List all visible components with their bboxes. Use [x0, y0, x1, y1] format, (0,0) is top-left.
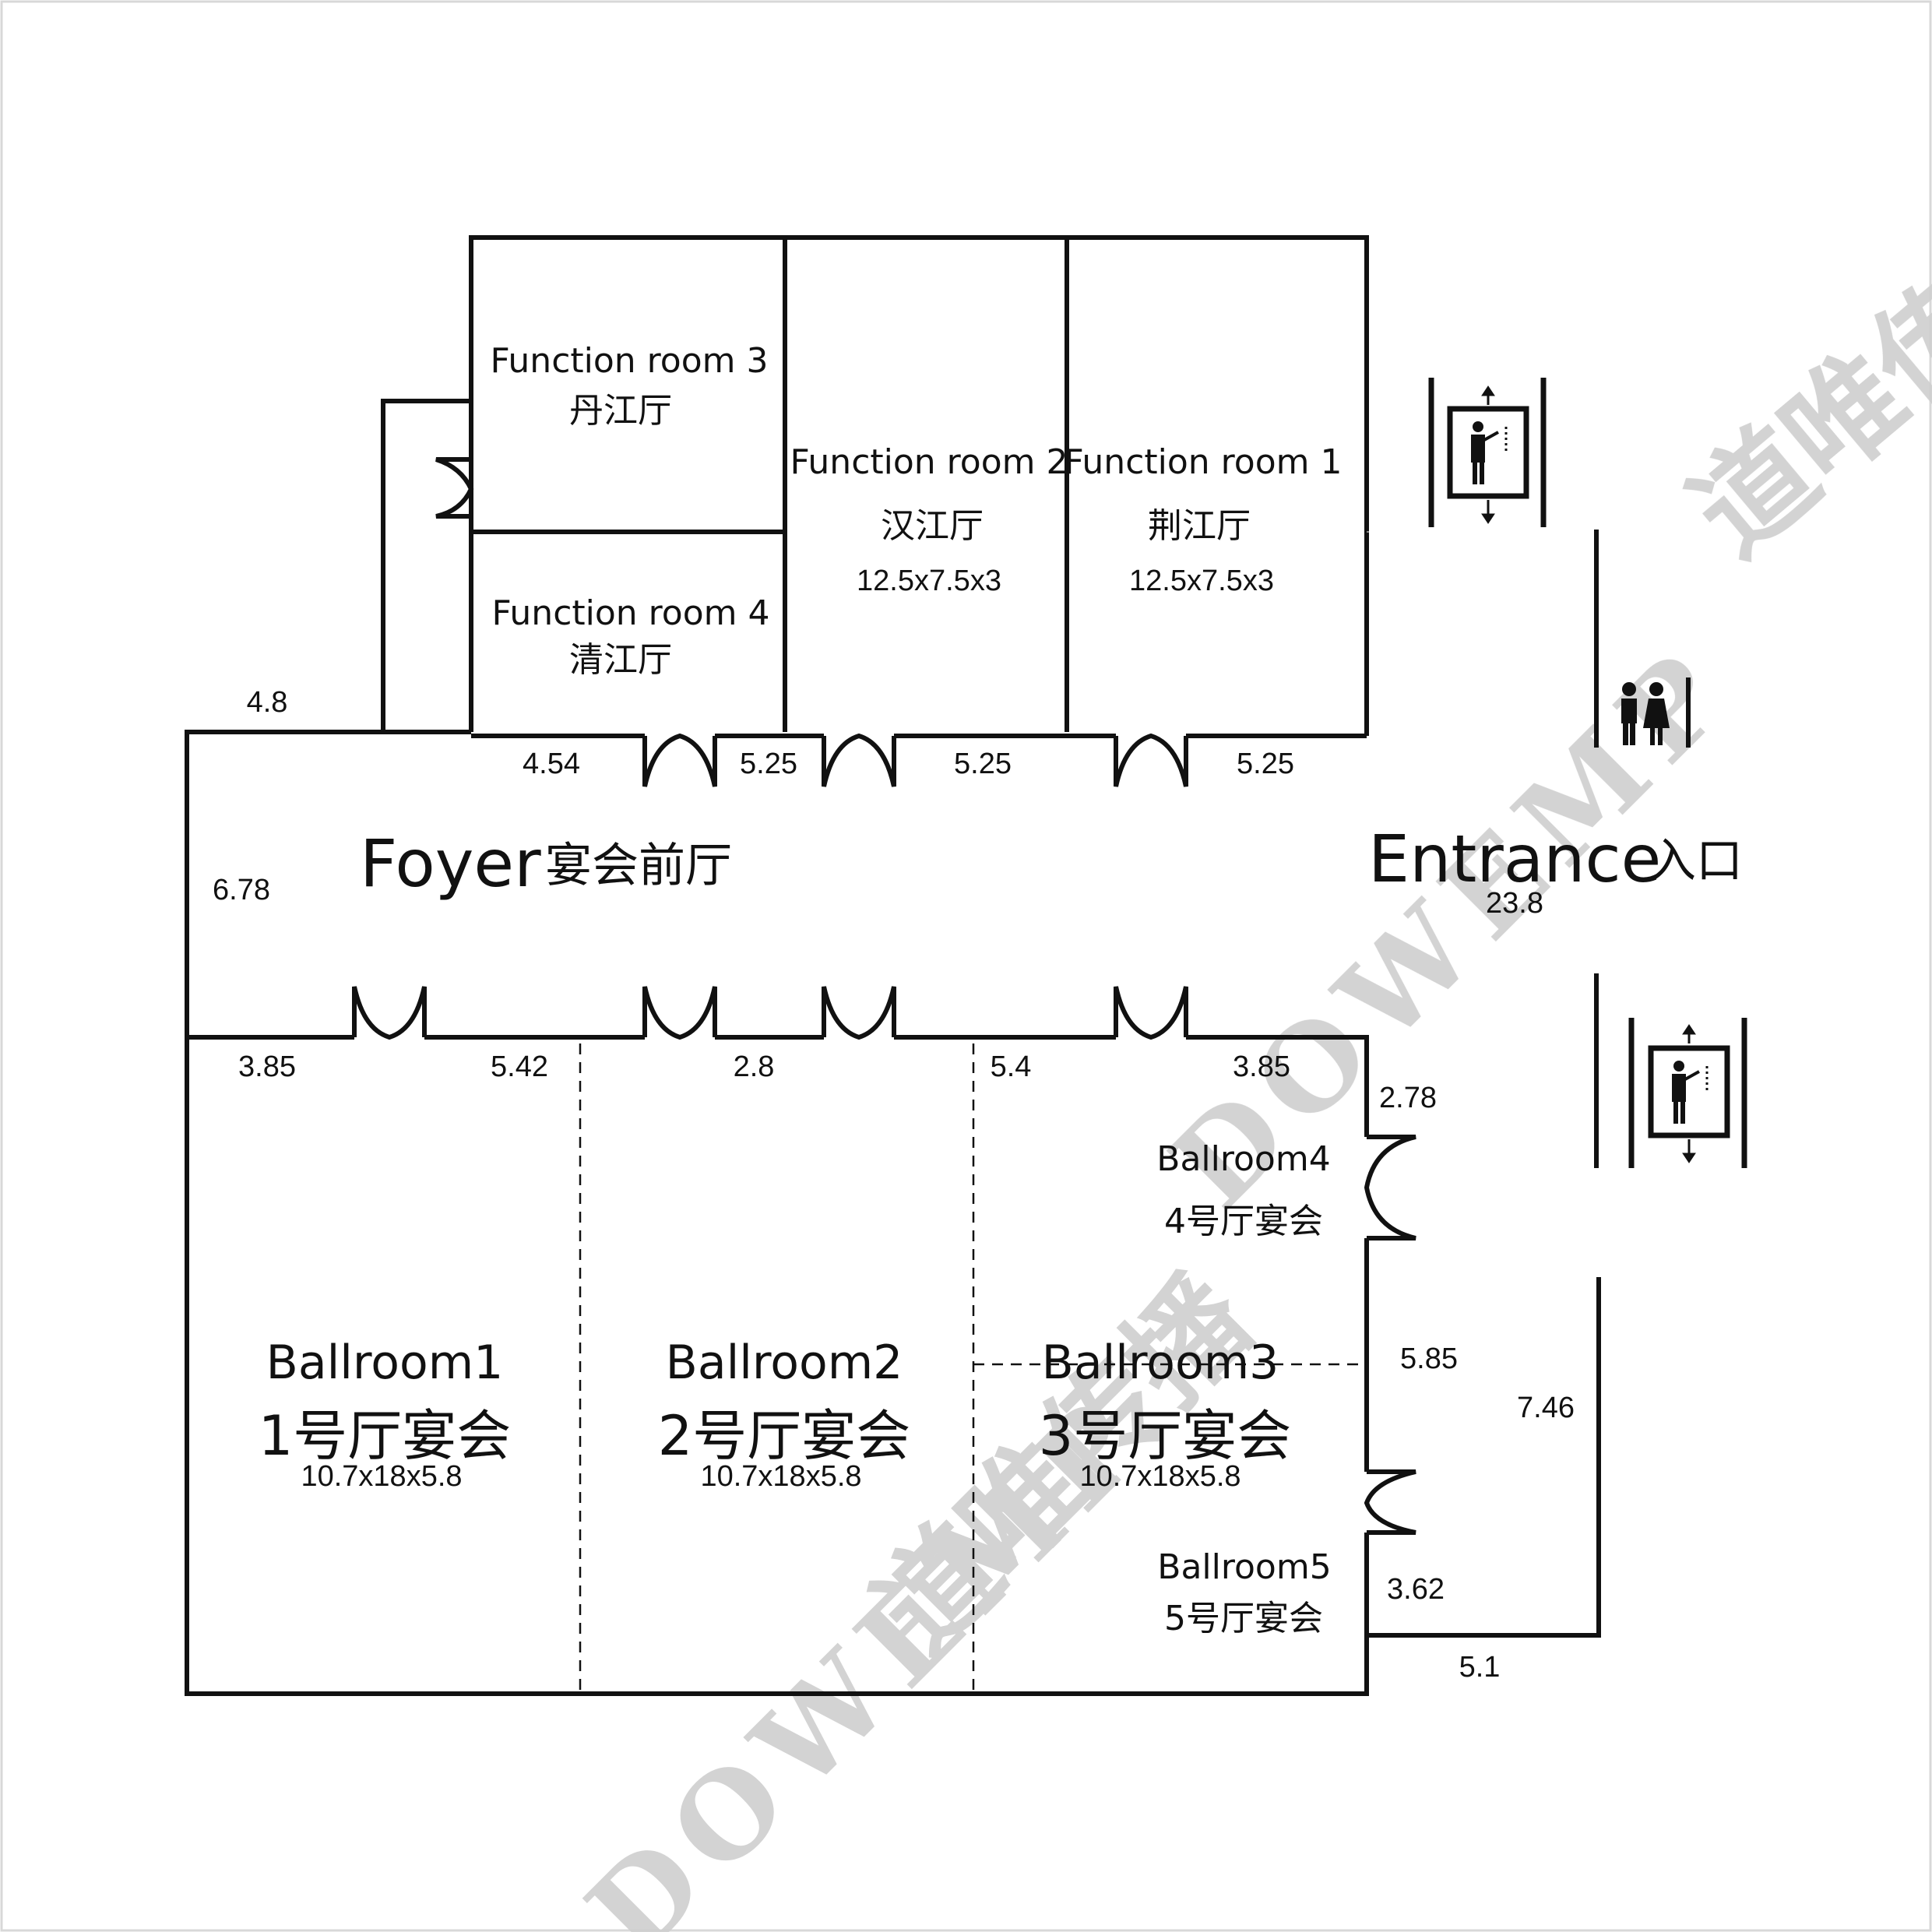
elevator-icon	[1628, 1018, 1747, 1168]
entrance-cn: 入口	[1649, 834, 1743, 889]
b1-size: 10.7x18x5.8	[301, 1460, 462, 1493]
dim-2-78: 2.78	[1379, 1082, 1437, 1114]
b2-cn: 2号厅宴会	[658, 1404, 911, 1468]
right-corridor-wall	[1367, 1277, 1601, 1638]
dim-4-8: 4.8	[247, 686, 288, 719]
fr2-cn: 汉江厅	[881, 506, 984, 546]
b5-name: Ballroom5	[1157, 1547, 1331, 1587]
b4-cn: 4号厅宴会	[1164, 1202, 1323, 1241]
fr1-cn: 荆江厅	[1148, 506, 1251, 546]
b1-cn: 1号厅宴会	[259, 1404, 512, 1468]
dim-5-4: 5.4	[991, 1050, 1032, 1083]
door-fr4	[642, 733, 717, 787]
dim-5-85: 5.85	[1400, 1343, 1458, 1375]
dim-23-8: 23.8	[1486, 887, 1543, 920]
b3-cn: 3号厅宴会	[1039, 1404, 1292, 1468]
dim-5-25-c: 5.25	[1237, 748, 1294, 780]
foyer-cn: 宴会前厅	[545, 839, 732, 893]
elevator-icon	[1428, 378, 1547, 527]
dim-5-42: 5.42	[491, 1050, 548, 1083]
b4-name: Ballroom4	[1156, 1139, 1330, 1179]
fr1-size: 12.5x7.5x3	[1129, 565, 1274, 597]
door-b2b	[822, 986, 896, 1040]
fr2-size: 12.5x7.5x3	[857, 565, 1001, 597]
fr4-name: Function room 4	[492, 593, 770, 633]
b1-name: Ballroom1	[266, 1336, 504, 1390]
door-b5	[1364, 1469, 1416, 1535]
dim-7-46: 7.46	[1517, 1392, 1575, 1424]
fr3-cn: 丹江厅	[569, 391, 672, 431]
fr2-name: Function room 2	[790, 442, 1068, 482]
door-b2a	[642, 986, 717, 1040]
b2-size: 10.7x18x5.8	[700, 1460, 861, 1493]
b3-name: Ballroom3	[1042, 1336, 1279, 1390]
dim-3-85-a: 3.85	[238, 1050, 296, 1083]
fr3-name: Function room 3	[491, 341, 769, 381]
dim-2-8: 2.8	[734, 1050, 775, 1083]
watermark-cn-upper: 道唯传播	[1666, 176, 1932, 582]
door-fr1	[1114, 733, 1188, 787]
fr4-cn: 清江厅	[569, 640, 672, 680]
b5-cn: 5号厅宴会	[1164, 1599, 1323, 1638]
ballroom-top-wall-5	[1186, 1035, 1369, 1137]
dim-3-62: 3.62	[1387, 1573, 1445, 1606]
wing-wall	[187, 399, 471, 734]
door-b3	[1114, 986, 1188, 1040]
dim-6-78: 6.78	[213, 874, 270, 906]
dim-5-25-a: 5.25	[740, 748, 797, 780]
door-b1	[352, 986, 427, 1040]
door-fr2	[822, 733, 896, 787]
dim-4-54: 4.54	[523, 748, 580, 780]
foyer-name: Foyer	[360, 825, 541, 902]
entrance-name: Entrance	[1368, 821, 1661, 897]
dim-5-1: 5.1	[1459, 1651, 1501, 1684]
b3-size: 10.7x18x5.8	[1079, 1460, 1240, 1493]
door-b4	[1364, 1135, 1416, 1240]
restroom-icon	[1594, 677, 1691, 748]
door-fr3	[435, 457, 474, 519]
b2-name: Ballroom2	[666, 1336, 903, 1390]
fr1-name: Function room 1	[1065, 442, 1343, 482]
dim-5-25-b: 5.25	[954, 748, 1012, 780]
dim-3-85-b: 3.85	[1233, 1050, 1290, 1083]
